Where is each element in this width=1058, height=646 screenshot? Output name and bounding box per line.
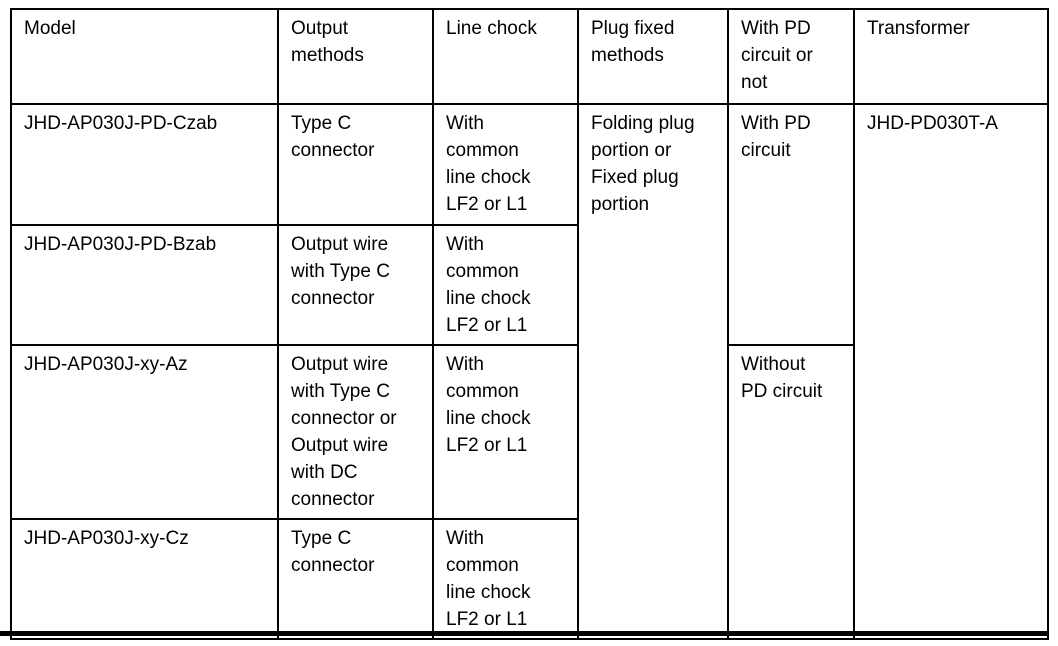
table-row: JHD-AP030J-xy-Cz Type C connector With c… xyxy=(10,518,1048,640)
cell-model-row4: JHD-AP030J-xy-Cz xyxy=(10,518,279,640)
table-header-row: Model Output methods Line chock Plug fix… xyxy=(10,8,1049,105)
table-row: JHD-AP030J-xy-Az Output wire with Type C… xyxy=(10,344,1048,640)
cell-transformer-merged: JHD-PD030T-A xyxy=(853,103,1049,640)
cell-model-row1: JHD-AP030J-PD-Czab xyxy=(10,103,279,226)
model-spec-table: Model Output methods Line chock Plug fix… xyxy=(10,8,1049,640)
cell-output-methods-row1: Type C connector xyxy=(277,103,434,226)
cell-output-methods-row4: Type C connector xyxy=(277,518,434,640)
header-with-pd-circuit-or-not: With PD circuit or not xyxy=(727,8,855,105)
cell-model-row3: JHD-AP030J-xy-Az xyxy=(10,344,279,520)
cell-line-chock-row4: With common line chock LF2 or L1 xyxy=(432,518,579,640)
page-bottom-rule xyxy=(0,631,1048,636)
header-line-chock: Line chock xyxy=(432,8,579,105)
cell-plug-fixed-methods-merged: Folding plug portion or Fixed plug porti… xyxy=(577,103,729,640)
cell-without-pd-circuit-merged: Without PD circuit xyxy=(727,344,855,640)
cell-output-methods-row3: Output wire with Type C connector or Out… xyxy=(277,344,434,520)
header-model: Model xyxy=(10,8,279,105)
cell-line-chock-row2: With common line chock LF2 or L1 xyxy=(432,224,579,346)
table-row: JHD-AP030J-PD-Bzab Output wire with Type… xyxy=(10,224,1048,346)
table-row: JHD-AP030J-PD-Czab Type C connector With… xyxy=(10,103,1049,640)
header-transformer: Transformer xyxy=(853,8,1049,105)
cell-line-chock-row1: With common line chock LF2 or L1 xyxy=(432,103,579,226)
header-plug-fixed-methods: Plug fixed methods xyxy=(577,8,729,105)
header-output-methods: Output methods xyxy=(277,8,434,105)
cell-line-chock-row3: With common line chock LF2 or L1 xyxy=(432,344,579,520)
cell-model-row2: JHD-AP030J-PD-Bzab xyxy=(10,224,279,346)
cell-with-pd-circuit-merged: With PD circuit xyxy=(727,103,855,346)
cell-output-methods-row2: Output wire with Type C connector xyxy=(277,224,434,346)
